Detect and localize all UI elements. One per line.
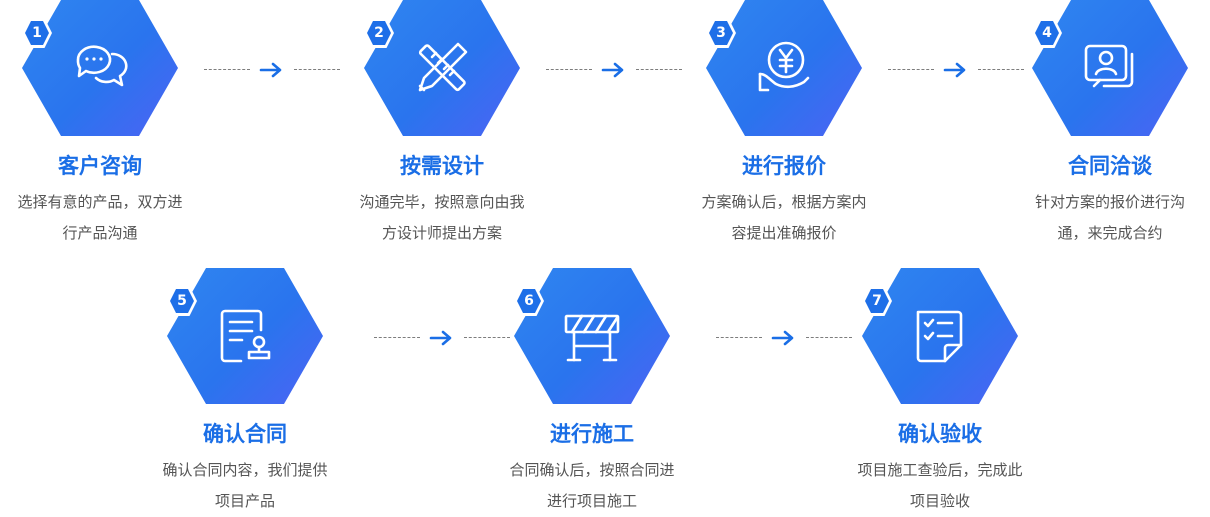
- connector-arrow: [888, 60, 1024, 80]
- step-description: 选择有意的产品，双方进 行产品沟通: [17, 193, 183, 242]
- step-title: 进行施工: [550, 422, 634, 446]
- profile-card-icon: [1084, 44, 1134, 88]
- step-title: 确认验收: [898, 422, 982, 446]
- connector-arrow: [204, 60, 340, 80]
- arrow-right-icon: [429, 330, 452, 346]
- connector-arrow: [716, 328, 852, 348]
- step-number-badge: 3: [706, 18, 736, 48]
- arrow-right-icon: [601, 62, 624, 78]
- step-description: 方案确认后，根据方案内 容提出准确报价: [701, 193, 867, 242]
- step-number-badge: 7: [862, 286, 892, 316]
- step-description: 合同确认后，按照合同进 进行项目施工: [509, 461, 675, 510]
- pencil-ruler-icon: [418, 42, 468, 92]
- step-number-badge: 6: [514, 286, 544, 316]
- step-description: 项目施工查验后，完成此 项目验收: [857, 461, 1023, 510]
- step-number-badge: 2: [364, 18, 394, 48]
- step-description: 确认合同内容，我们提供 项目产品: [162, 461, 328, 510]
- step-title: 进行报价: [742, 154, 826, 178]
- arrow-right-icon: [771, 330, 794, 346]
- step-title: 按需设计: [400, 154, 484, 178]
- arrow-right-icon: [943, 62, 966, 78]
- arrow-right-icon: [259, 62, 282, 78]
- yen-hand-icon: [758, 41, 810, 92]
- checklist-icon: [916, 310, 963, 363]
- step-number-badge: 5: [167, 286, 197, 316]
- chat-bubbles-icon: [76, 45, 128, 87]
- construction-barrier-icon: [564, 314, 620, 362]
- contract-stamp-icon: [220, 309, 271, 363]
- step-number-badge: 1: [22, 18, 52, 48]
- step-title: 确认合同: [203, 422, 287, 446]
- step-number-badge: 4: [1032, 18, 1062, 48]
- step-description: 针对方案的报价进行沟 通，来完成合约: [1034, 193, 1185, 242]
- step-title: 合同洽谈: [1068, 154, 1152, 178]
- connector-arrow: [374, 328, 510, 348]
- step-description: 沟通完毕，按照意向由我 方设计师提出方案: [359, 193, 525, 242]
- connector-arrow: [546, 60, 682, 80]
- step-title: 客户咨询: [58, 154, 142, 178]
